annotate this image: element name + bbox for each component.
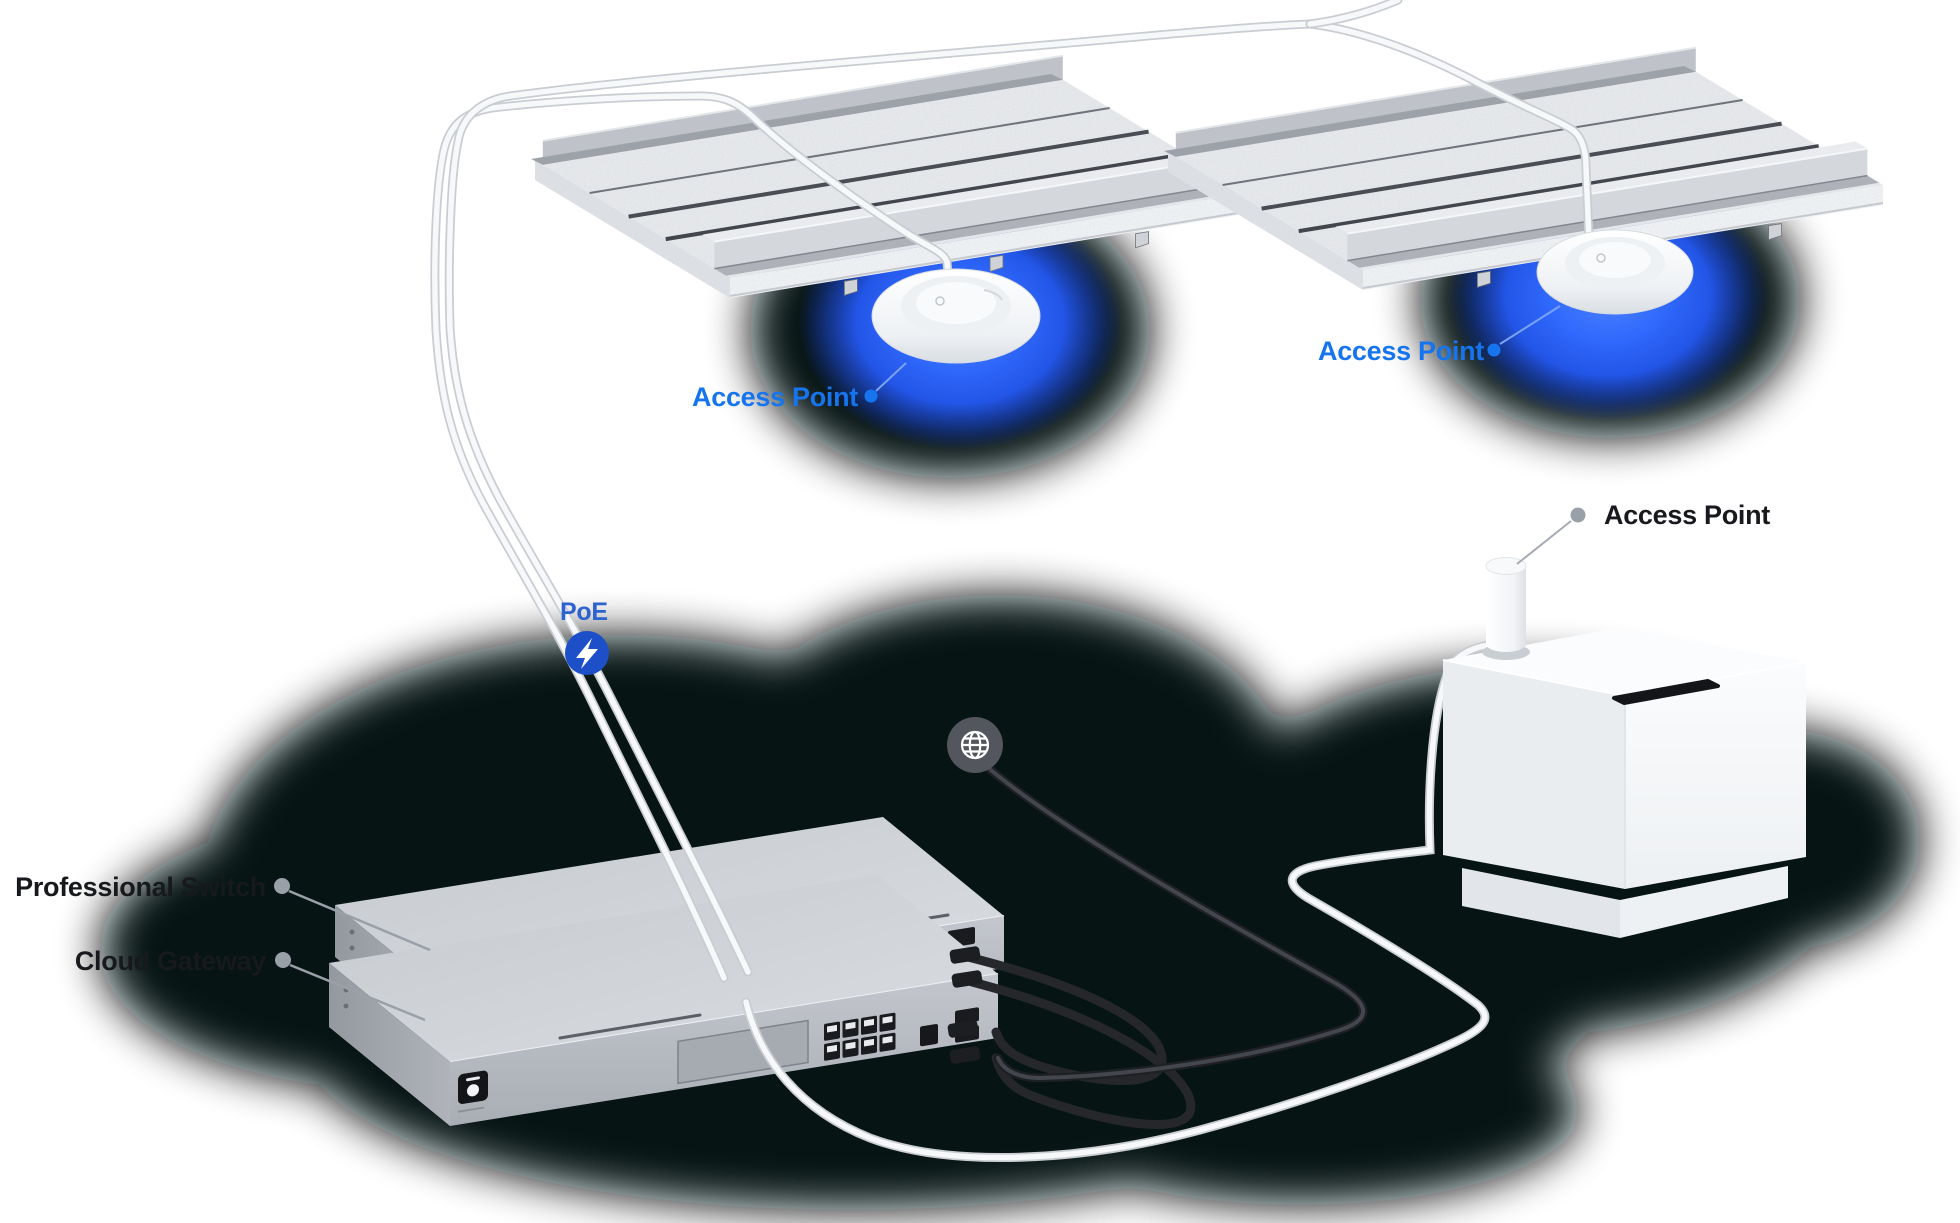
access-point-left-label: Access Point — [692, 382, 858, 412]
cloud-gateway-label: Cloud Gateway — [74, 946, 266, 976]
outdoor-ap-cable — [741, 640, 1493, 1162]
lightning-bolt-icon — [576, 638, 598, 669]
access-point-right-label: Access Point — [1318, 336, 1484, 366]
label-dot-ap-outdoor — [1570, 507, 1586, 523]
professional-switch-label: Professional Switch — [15, 872, 266, 902]
cloud-gateway-device — [329, 875, 999, 1126]
outdoor-access-point-antenna — [1482, 557, 1530, 660]
poe-badge — [565, 631, 609, 675]
label-dot-gateway — [275, 952, 291, 968]
globe-icon — [947, 717, 1003, 773]
dac-patch-cables — [947, 946, 1196, 1129]
access-point-disc-right — [1536, 229, 1694, 315]
box-handle-slot — [1612, 679, 1720, 705]
poe-label: PoE — [560, 598, 608, 626]
label-dot-ap-left — [864, 389, 878, 403]
poe-cables — [430, 0, 1594, 983]
outdoor-unit — [1442, 557, 1807, 938]
label-dot-ap-right — [1487, 343, 1501, 357]
label-dot-switch — [274, 878, 290, 894]
ceiling-tile-left — [531, 56, 1250, 298]
access-point-disc-left — [871, 268, 1041, 364]
leader-lines — [274, 305, 1586, 1022]
access-point-outdoor-label: Access Point — [1604, 500, 1770, 530]
wan-cable — [980, 760, 1368, 1083]
